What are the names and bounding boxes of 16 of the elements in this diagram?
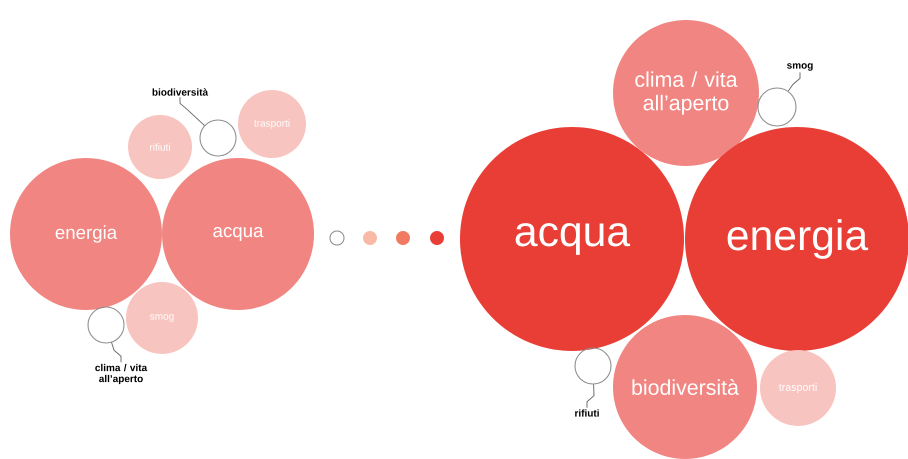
empty-circle [757, 87, 797, 127]
dot [430, 231, 444, 245]
callout-label: rifiuti [575, 409, 599, 417]
dot [363, 231, 377, 245]
callout-label: clima / vita all’aperto [95, 364, 148, 384]
empty-circle [199, 119, 237, 157]
empty-circle [574, 347, 612, 385]
leader-line [788, 72, 800, 92]
dot [396, 231, 410, 245]
callout-label: biodiversità [152, 88, 208, 96]
leader-line [586, 384, 594, 408]
leader-line [111, 342, 122, 363]
leader-line [180, 96, 205, 126]
empty-circle [87, 306, 125, 344]
callout-label: smog [787, 63, 813, 71]
empty-circle [329, 230, 345, 246]
